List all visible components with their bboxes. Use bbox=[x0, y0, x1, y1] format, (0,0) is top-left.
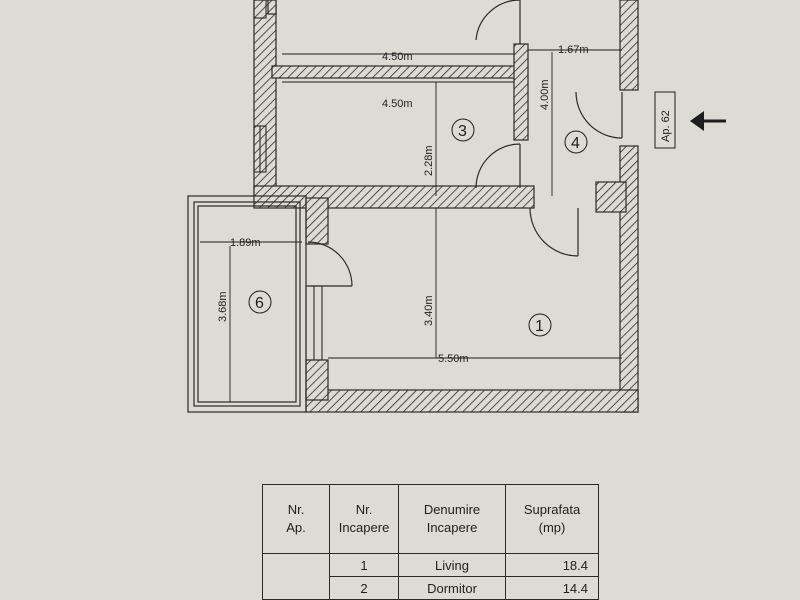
dim-room3-width: 4.50m bbox=[382, 98, 413, 110]
dim-room1-height: 3.40m bbox=[423, 295, 435, 326]
cell-nr: 1 bbox=[329, 553, 399, 577]
cell-name: Dormitor bbox=[398, 576, 506, 600]
room-3-number: 3 bbox=[458, 123, 467, 140]
dimension-lines bbox=[200, 49, 622, 402]
table-row: 1 Living 18.4 bbox=[262, 553, 599, 600]
dim-room6-height: 3.68m bbox=[217, 291, 229, 322]
room-4-number: 4 bbox=[571, 135, 580, 152]
table-header-row: Nr. Ap. Nr. Incapere Denumire Incapere S… bbox=[262, 484, 599, 554]
apartment-label-box bbox=[654, 91, 676, 149]
apartment-label: Ap. 62 bbox=[660, 110, 672, 142]
cell-area: 14.4 bbox=[505, 576, 599, 600]
dim-top-corridor: 4.50m bbox=[382, 51, 413, 63]
room-1-number: 1 bbox=[535, 318, 544, 335]
cell-area: 18.4 bbox=[505, 553, 599, 577]
table-row: 2 Dormitor 14.4 bbox=[263, 576, 599, 600]
cell-name: Living bbox=[398, 553, 506, 577]
dim-top-right: 1.67m bbox=[558, 44, 589, 56]
header-nr-incapere: Nr. Incapere bbox=[329, 484, 399, 554]
header-denumire: Denumire Incapere bbox=[398, 484, 506, 554]
room-labels bbox=[248, 118, 588, 337]
walls bbox=[253, 0, 639, 413]
balcony-outline bbox=[187, 195, 307, 413]
dim-room3-height: 2.28m bbox=[423, 145, 435, 176]
room-area-table: Nr. Ap. Nr. Incapere Denumire Incapere S… bbox=[262, 484, 599, 600]
cell-nr: 2 bbox=[329, 576, 399, 600]
dim-room1-width: 5.50m bbox=[438, 353, 469, 365]
room-6-number: 6 bbox=[255, 295, 264, 312]
header-suprafata: Suprafata (mp) bbox=[505, 484, 599, 554]
arrow-left-icon bbox=[690, 111, 726, 131]
doors bbox=[307, 0, 623, 287]
floor-plan: 4.50m 1.67m 4.50m 2.28m 4.00m 1.89m 3.68… bbox=[187, 0, 726, 413]
cell-ap bbox=[262, 553, 330, 600]
header-nr-ap: Nr. Ap. bbox=[262, 484, 330, 554]
dim-room6-width: 1.89m bbox=[230, 237, 261, 249]
dim-room4-height: 4.00m bbox=[539, 79, 551, 110]
